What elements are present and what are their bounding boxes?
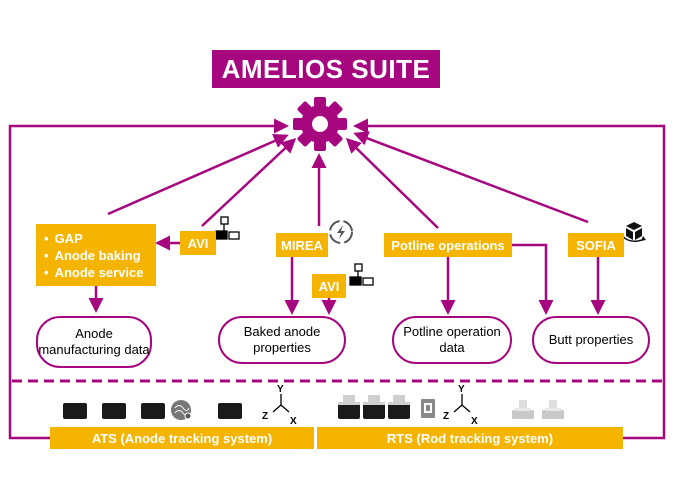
lightning-cycle-icon	[329, 220, 353, 244]
baked-anode-properties-pill: Baked anode properties	[218, 316, 346, 364]
camera-sensor-icon	[349, 263, 374, 286]
sofia-box: SOFIA	[568, 233, 624, 257]
axis-label-z: Z	[262, 411, 268, 422]
ats-bar: ATS (Anode tracking system)	[50, 427, 314, 449]
arrow-gap-to-hub	[107, 133, 289, 216]
axis-label-x: X	[290, 416, 297, 427]
camera-sensor-icon	[215, 216, 240, 240]
butt-blocks	[512, 400, 564, 419]
arrow-potline-to-hub	[345, 137, 439, 229]
potline-operations-box: Potline operations	[384, 233, 512, 257]
arrow-sofia-to-hub	[353, 131, 589, 224]
cube-rotate-icon	[621, 222, 646, 242]
arrow-loop-right	[353, 118, 666, 440]
mirea-box: MIREA	[276, 233, 328, 257]
axis-label-y: Y	[277, 384, 284, 395]
axis-label-y-rts: Y	[458, 384, 465, 395]
anode-manufacturing-data-pill: Anode manufacturing data	[36, 316, 152, 368]
avi-box-bottom: AVI	[312, 274, 346, 298]
arrow-potline-to-butt	[512, 243, 554, 315]
gap-item: GAP	[44, 230, 156, 247]
avi-box-top: AVI	[180, 231, 216, 255]
xyz-axes-icon	[453, 394, 471, 413]
xyz-axes-icon	[272, 394, 290, 413]
potline-operation-data-pill: Potline operation data	[392, 316, 512, 364]
arrow-avi-to-hub	[201, 137, 297, 227]
brain-chip-icon	[171, 400, 192, 420]
document-chip-icon	[421, 399, 435, 418]
gap-box: GAP Anode baking Anode service	[36, 224, 156, 286]
axis-label-x-rts: X	[471, 416, 478, 427]
page-title: AMELIOS SUITE	[212, 50, 440, 88]
gap-item: Anode service	[44, 264, 156, 281]
anode-blocks	[63, 403, 242, 419]
arrow-loop-left	[8, 118, 289, 440]
hub-arrows	[8, 118, 666, 440]
rod-anode-blocks	[338, 395, 410, 419]
gear-icon	[293, 97, 347, 151]
gap-item: Anode baking	[44, 247, 156, 264]
butt-properties-pill: Butt properties	[532, 316, 650, 364]
rts-bar: RTS (Rod tracking system)	[317, 427, 623, 449]
axis-label-z-rts: Z	[443, 411, 449, 422]
